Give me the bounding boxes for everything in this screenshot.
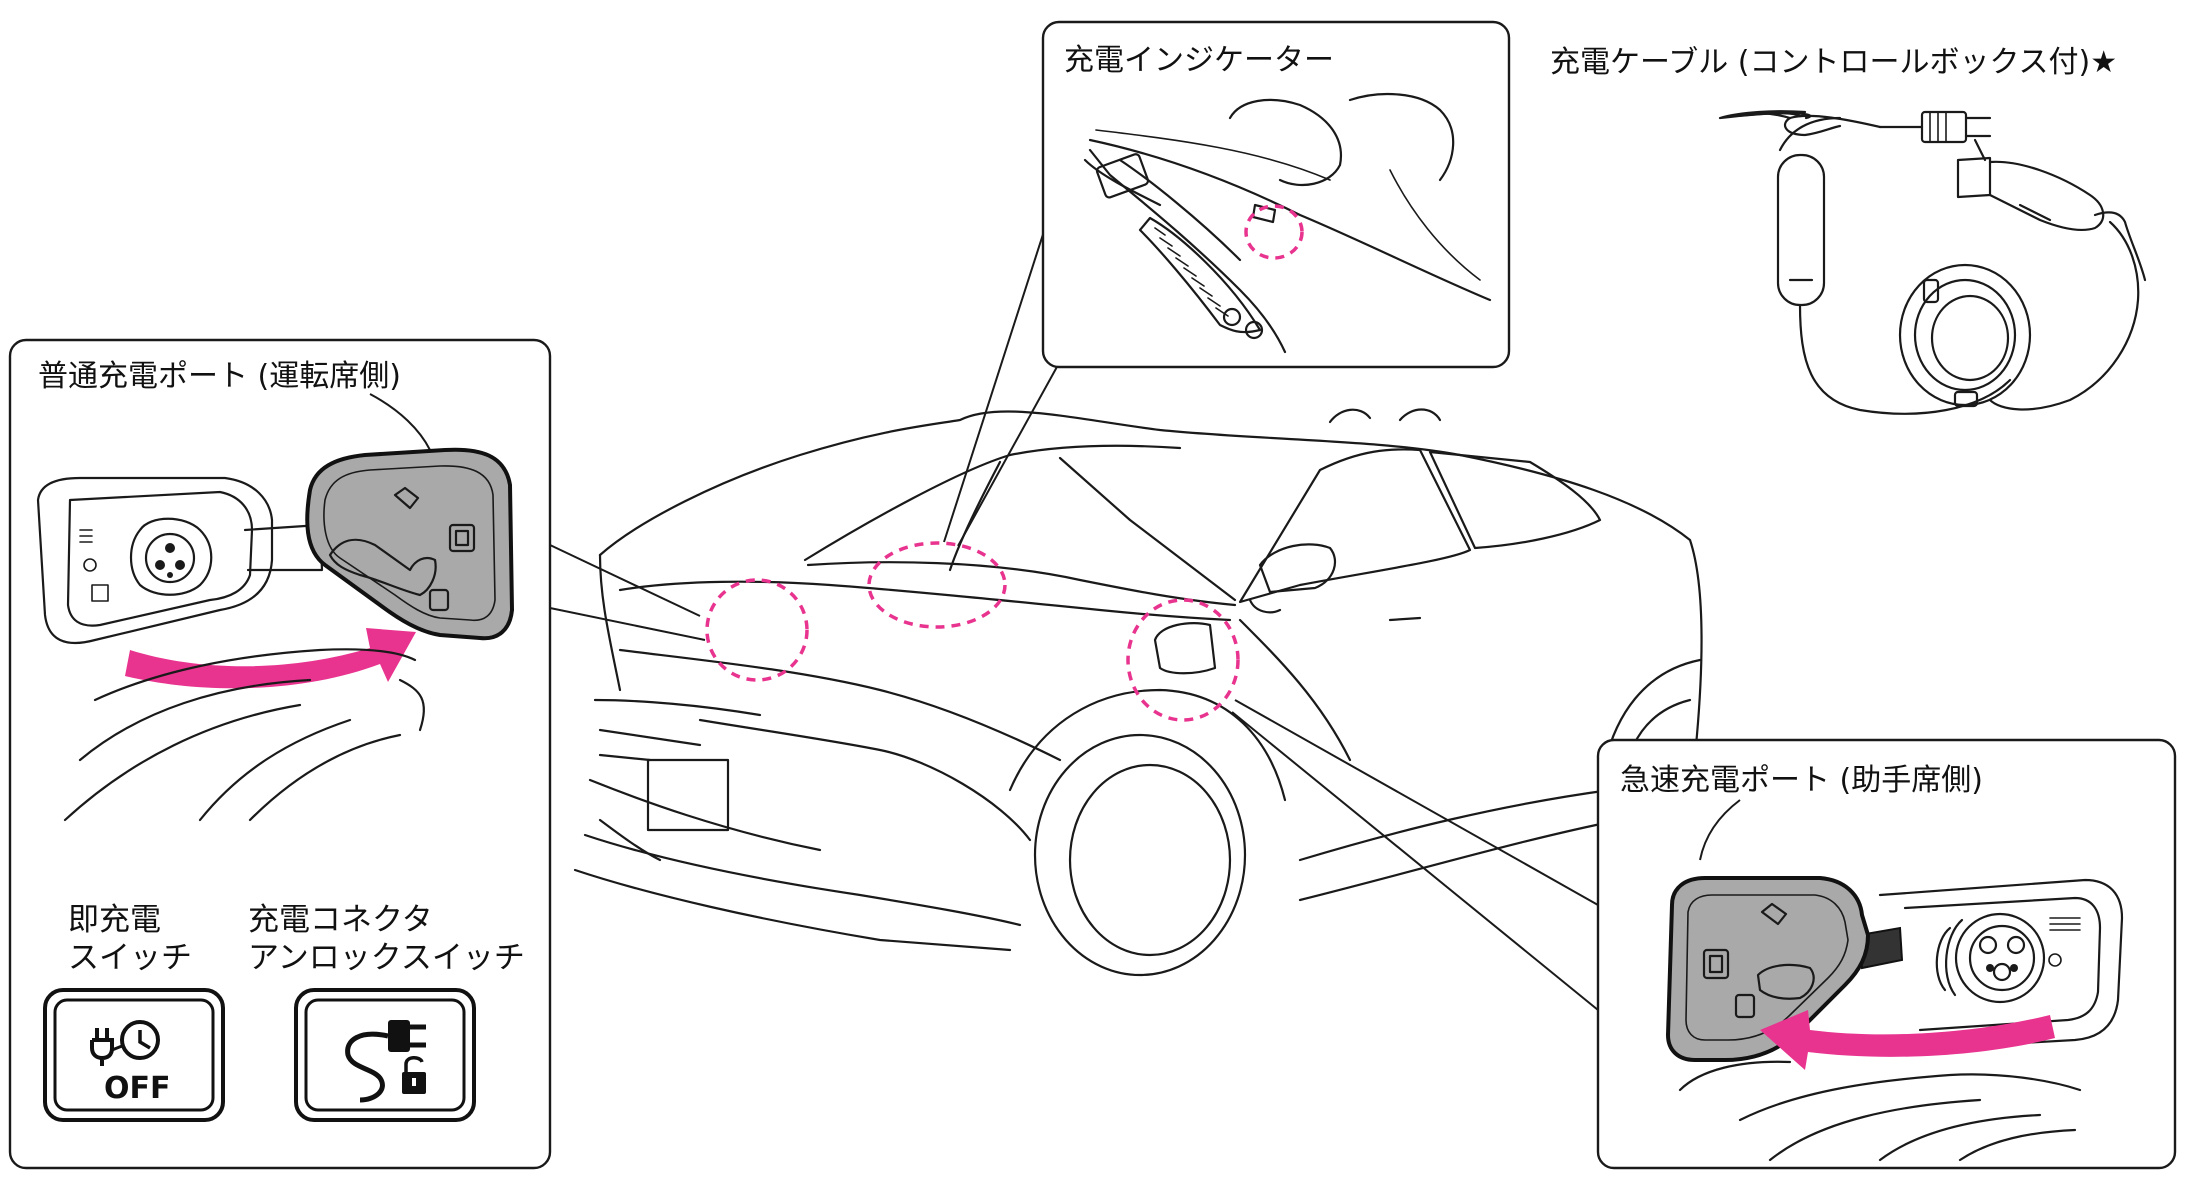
charging-cable-illustration: 充電ケーブル (コントロールボックス付)★ (1550, 45, 2147, 415)
plug-cable-unlock-icon (345, 1020, 426, 1103)
indicator-inset: 充電インジケーター (1041, 20, 1511, 369)
indicator-lamp-marker (1244, 204, 1304, 260)
instant-charge-switch: OFF (43, 988, 225, 1122)
leader-lines (549, 224, 1599, 1011)
fast-port-label: 急速充電ポート (助手席側) (1620, 763, 1983, 798)
ac-socket-icon (129, 517, 213, 596)
normal-port-inset: 普通充電ポート (運転席側) (8, 338, 552, 1170)
instant-charge-label-2: スイッチ (68, 940, 192, 976)
plug-clock-off-icon (90, 1020, 160, 1066)
dc-socket-icon (1935, 912, 2046, 1004)
instant-charge-label-1: 即充電 (68, 902, 161, 938)
fast-port-inset: 急速充電ポート (助手席側) (1596, 738, 2177, 1170)
ac-plug-icon (1878, 110, 1992, 144)
vent-grille (1138, 216, 1262, 334)
off-text: OFF (104, 1071, 171, 1106)
connector-unlock-switch (294, 988, 476, 1122)
car-illustration (573, 408, 1703, 977)
callout-markers (705, 541, 1240, 722)
indicator-label: 充電インジケーター (1064, 43, 1334, 78)
marker-fast-port (1126, 598, 1240, 722)
marker-indicator (867, 541, 1007, 629)
normal-port-label: 普通充電ポート (運転席側) (38, 359, 401, 394)
marker-normal-port (705, 578, 809, 682)
charge-connector-icon (1956, 138, 2147, 282)
fast-port-open-arrow-icon (1760, 1010, 2055, 1070)
connector-unlock-label-1: 充電コネクタ (248, 902, 433, 938)
cable-label: 充電ケーブル (コントロールボックス付)★ (1550, 45, 2117, 80)
control-box (1776, 153, 1826, 307)
fast-port-lid (1666, 876, 1870, 1062)
normal-port-lid (305, 447, 514, 641)
normal-port-open-arrow-icon (125, 628, 416, 689)
connector-unlock-label-2: アンロックスイッチ (248, 940, 525, 976)
